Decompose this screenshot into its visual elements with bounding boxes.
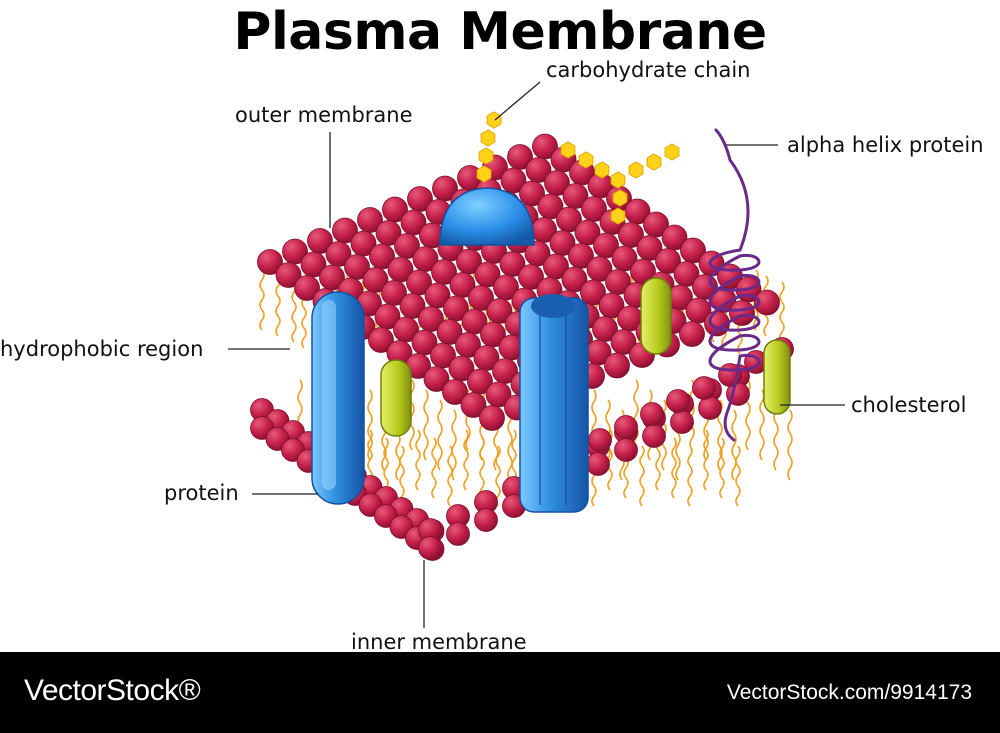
cholesterol-molecules <box>380 277 791 437</box>
phospholipid-head <box>642 424 666 448</box>
lipid-tail <box>689 379 695 451</box>
lipid-tail <box>431 437 437 499</box>
phospholipid-head <box>604 352 630 379</box>
lipid-tail <box>719 437 725 499</box>
lipid-tail <box>415 429 421 491</box>
sugar-unit <box>476 165 492 183</box>
lipid-tail <box>731 409 737 481</box>
phospholipid-head <box>692 376 716 400</box>
phospholipid-head <box>418 536 442 560</box>
lipid-tail <box>787 409 793 481</box>
phospholipid-head <box>275 262 302 288</box>
alpha-helix-protein <box>708 128 761 442</box>
lipid-tail <box>639 445 645 507</box>
plasma-membrane-diagram <box>228 81 845 628</box>
label-outer-membrane: outer membrane <box>235 103 413 127</box>
sugar-unit <box>610 171 626 189</box>
watermark-footer: VectorStock® VectorStock.com/9914173 <box>0 652 1000 733</box>
phospholipid-head <box>257 249 283 275</box>
sugar-unit <box>628 161 644 179</box>
lipid-tail <box>259 269 265 331</box>
sugar-unit <box>486 111 502 129</box>
phospholipid-head <box>294 275 320 301</box>
lipid-tail <box>275 275 281 337</box>
label-alpha-helix-protein: alpha helix protein <box>787 133 984 157</box>
glycoprotein-dome <box>439 187 535 246</box>
lipid-tail <box>779 281 785 343</box>
sugar-unit <box>646 153 662 171</box>
lipid-tail <box>447 445 453 507</box>
sugar-unit <box>560 141 576 159</box>
sugar-unit <box>480 129 496 147</box>
sugar-unit <box>594 161 610 179</box>
channel-protein-right <box>519 294 589 513</box>
lipid-tail <box>367 389 373 461</box>
lipid-tail <box>703 429 709 491</box>
phospholipid-head <box>368 327 394 353</box>
leader-lines <box>228 81 845 628</box>
phospholipid-head <box>614 438 638 462</box>
lipid-tail <box>759 389 765 461</box>
carbohydrate-chain-icon <box>476 111 680 225</box>
lipid-tail <box>687 445 693 507</box>
lipid-tail <box>423 389 429 461</box>
phospholipid-head <box>479 405 505 431</box>
phospholipid-head <box>442 379 468 405</box>
image-id-text: VectorStock.com/9914173 <box>726 681 972 704</box>
lipid-tail <box>495 445 501 507</box>
lipid-tail <box>463 429 469 491</box>
sugar-unit <box>578 151 594 169</box>
phospholipid-head <box>640 402 664 426</box>
label-inner-membrane: inner membrane <box>351 630 527 654</box>
sugar-unit <box>610 207 626 225</box>
lipid-tail <box>399 445 405 507</box>
phospholipid-head <box>698 396 722 420</box>
phospholipid-head <box>460 392 487 418</box>
phospholipid-head <box>423 366 450 392</box>
phospholipid-head <box>588 428 612 452</box>
lipid-tail <box>507 409 513 481</box>
phospholipid-head <box>670 410 694 434</box>
transmembrane-protein-left <box>311 291 365 505</box>
phospholipid-head <box>586 452 610 476</box>
sugar-unit <box>612 189 628 207</box>
lipid-tail <box>735 445 741 507</box>
label-hydrophobic-region: hydrophobic region <box>0 337 204 361</box>
lipid-tail <box>409 379 415 451</box>
label-carbohydrate-chain: carbohydrate chain <box>546 58 751 82</box>
label-protein: protein <box>164 481 239 505</box>
phospholipid-head <box>754 289 780 316</box>
lipid-tail <box>671 437 677 499</box>
phospholipid-head <box>446 522 470 546</box>
phospholipid-head <box>679 321 705 347</box>
brand-logo: VectorStock® <box>24 674 201 707</box>
phospholipid-head <box>666 389 690 413</box>
lipid-tail <box>479 437 485 499</box>
sugar-unit <box>664 143 680 161</box>
phospholipid-head <box>474 508 498 532</box>
phospholipid-head <box>729 300 755 326</box>
lipid-tail <box>291 281 297 343</box>
lipid-tail <box>451 409 457 481</box>
page-title: Plasma Membrane <box>233 2 767 62</box>
sugar-unit <box>478 147 494 165</box>
lipid-tail <box>437 399 443 471</box>
label-cholesterol: cholesterol <box>851 393 967 417</box>
phospholipid-head <box>614 415 638 439</box>
